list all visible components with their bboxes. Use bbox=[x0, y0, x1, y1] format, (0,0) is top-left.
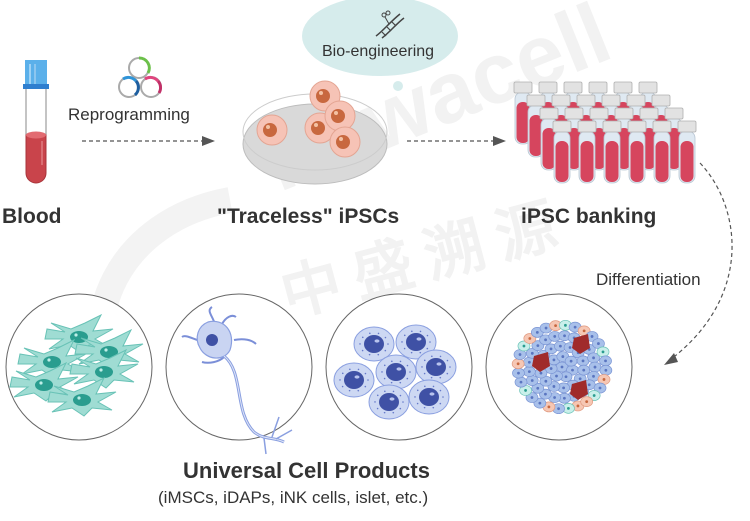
arrow-blood-to-ipsc bbox=[82, 136, 215, 146]
ipsc-cell bbox=[309, 80, 341, 112]
arrow-differentiation bbox=[664, 162, 733, 365]
cryovial bbox=[552, 120, 572, 184]
products-subtitle: (iMSCs, iDAPs, iNK cells, islet, etc.) bbox=[158, 488, 429, 507]
ipscs-label: "Traceless" iPSCs bbox=[217, 205, 400, 228]
cryovial bbox=[602, 120, 622, 184]
ipsc-cell bbox=[324, 100, 356, 132]
reprogramming-label: Reprogramming bbox=[68, 105, 190, 124]
msc-cell bbox=[74, 328, 144, 369]
blood-vessel bbox=[572, 334, 590, 354]
dna-scissors-icon bbox=[375, 10, 405, 39]
cryovial bbox=[677, 120, 697, 184]
cryovial bbox=[627, 120, 647, 184]
bioengineering-label: Bio-engineering bbox=[322, 43, 435, 60]
ipsc-cell bbox=[256, 114, 288, 146]
products-title: Universal Cell Products bbox=[183, 458, 430, 483]
nk-cells-icon bbox=[325, 293, 473, 441]
nk-cell bbox=[368, 384, 410, 420]
cryovial-rack-icon bbox=[513, 81, 697, 184]
differentiation-label: Differentiation bbox=[596, 270, 701, 289]
blood-tube-icon bbox=[23, 60, 49, 184]
msc-cell bbox=[17, 338, 87, 379]
petri-dish-cells-icon bbox=[242, 80, 388, 185]
msc-cell bbox=[47, 376, 117, 417]
msc-cell bbox=[9, 361, 79, 402]
mesenchymal-cells-icon bbox=[5, 293, 153, 441]
neuron-icon bbox=[165, 293, 313, 455]
arrow-ipsc-to-banking bbox=[407, 136, 506, 146]
nk-cell bbox=[375, 354, 417, 390]
nk-cell bbox=[353, 326, 395, 362]
ipsc-cell bbox=[329, 126, 361, 158]
blood-label: Blood bbox=[2, 205, 62, 228]
msc-cell bbox=[69, 348, 139, 389]
cryovial bbox=[577, 120, 597, 184]
nk-cell bbox=[395, 324, 437, 360]
cryovial bbox=[526, 94, 546, 158]
cryovial bbox=[513, 81, 533, 145]
blood-vessel bbox=[532, 352, 550, 372]
nk-cell bbox=[415, 349, 457, 385]
thought-bubble bbox=[302, 0, 458, 91]
blood-vessel bbox=[570, 380, 588, 400]
nk-cell bbox=[333, 362, 375, 398]
islet-icon bbox=[485, 293, 633, 441]
banking-label: iPSC banking bbox=[521, 205, 657, 228]
nk-cell bbox=[408, 379, 450, 415]
plasmid-rings-icon bbox=[118, 56, 163, 98]
cryovial bbox=[652, 120, 672, 184]
